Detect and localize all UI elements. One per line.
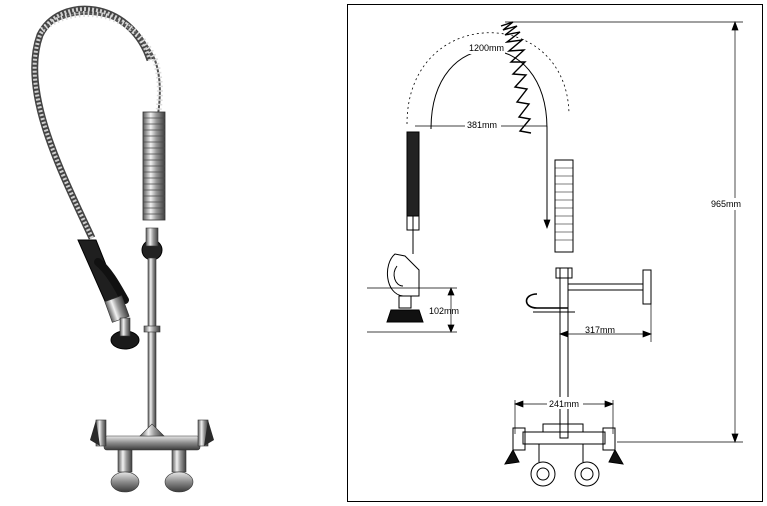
spring-column [142,111,166,221]
dim-faucet-centers: 241mm [549,399,579,409]
riser-pipe [147,257,157,439]
spring-column-lower [554,159,574,253]
overhead-spring [40,10,163,116]
mixing-body-drawing [504,423,624,487]
dim-reach: 381mm [467,120,497,130]
dim-overall-height: 965mm [711,199,741,209]
flexible-hose [31,5,154,240]
overhead-arc [430,49,548,224]
product-photo [31,5,214,493]
coil-spring [500,21,532,134]
dim-hose-length: 1200mm [469,43,504,53]
dim-spray-head-height: 102mm [429,306,459,316]
drawing-frame [347,4,763,502]
spray-valve-outline [387,253,420,297]
spray-valve [77,239,140,350]
hook [525,293,568,309]
technical-drawing: 1200mm 381mm 965mm 102mm 317mm 241mm [367,21,751,487]
mixing-valve-body [90,419,214,493]
riser [559,267,569,439]
dim-wall-arm-projection: 317mm [585,325,615,335]
spray-hose [406,131,420,217]
